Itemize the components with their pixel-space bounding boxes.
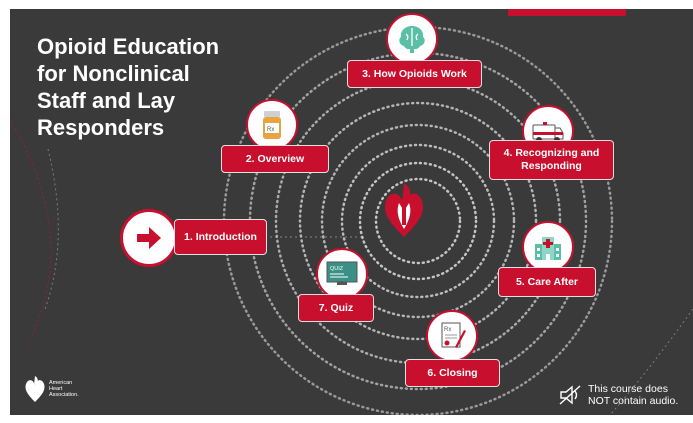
aha-footer-logo: American Heart Association. <box>24 375 79 403</box>
overview-icon[interactable]: Rx <box>246 99 298 151</box>
prescription-icon: Rx <box>441 322 466 348</box>
top-accent-tab <box>508 9 626 16</box>
audio-notice: This course does NOT contain audio. <box>558 383 678 407</box>
module-care-after-button[interactable]: 5. Care After <box>498 267 596 297</box>
speaker-muted-icon <box>559 385 581 405</box>
audio-notice-text: This course does NOT contain audio. <box>588 383 679 407</box>
care-after-icon[interactable] <box>522 221 574 273</box>
aha-heart-torch-logo <box>382 181 426 244</box>
module-closing-button[interactable]: 6. Closing <box>405 359 500 387</box>
module-introduction-button[interactable]: 1. Introduction <box>174 219 267 255</box>
svg-text:Rx: Rx <box>444 327 451 333</box>
aha-heart-icon <box>25 376 45 402</box>
svg-text:Rx: Rx <box>267 127 274 133</box>
course-menu-slide: Opioid Education for Nonclinical Staff a… <box>10 9 693 415</box>
module-recognizing-button[interactable]: 4. Recognizing and Responding <box>489 140 614 180</box>
quiz-board-icon: QUIZ <box>326 261 358 285</box>
brain-icon <box>399 26 425 53</box>
module-quiz-button[interactable]: 7. Quiz <box>298 294 374 322</box>
course-title: Opioid Education for Nonclinical Staff a… <box>37 34 220 140</box>
quiz-icon[interactable]: QUIZ <box>316 248 368 300</box>
module-how-opioids-work-button[interactable]: 3. How Opioids Work <box>347 60 482 88</box>
arrow-right-icon <box>137 227 161 249</box>
quiz-board-text: QUIZ <box>330 266 344 272</box>
pill-bottle-icon: Rx <box>263 111 281 139</box>
introduction-icon-button[interactable] <box>120 209 178 267</box>
closing-icon[interactable]: Rx <box>426 310 478 362</box>
hospital-icon <box>535 237 561 260</box>
how-opioids-work-icon[interactable] <box>386 13 438 65</box>
module-overview-button[interactable]: 2. Overview <box>221 145 329 173</box>
aha-logo-text: American Heart Association. <box>49 380 79 398</box>
